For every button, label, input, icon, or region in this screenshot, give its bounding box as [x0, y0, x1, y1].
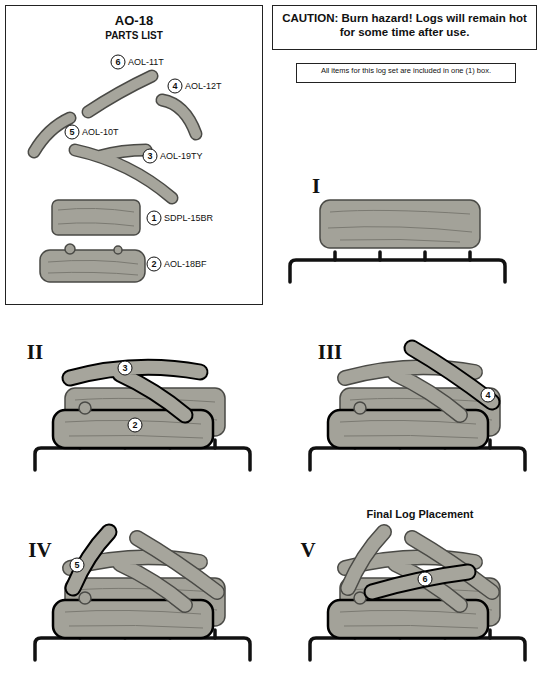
- panel-one: [290, 200, 505, 282]
- panel-five: [310, 532, 525, 660]
- parts-pieces: [34, 55, 196, 282]
- callout-number: 1: [151, 214, 156, 223]
- node-text: CAUTION: Burn hazard! Logs will remain h…: [273, 6, 536, 45]
- node-text: AO-18: [6, 13, 262, 28]
- panel-two: [35, 361, 250, 470]
- part-name: AOL-12T: [185, 82, 222, 91]
- callout-number: 5: [74, 561, 79, 570]
- part-name: AOL-19TY: [160, 152, 203, 161]
- callout-number: 2: [132, 421, 137, 430]
- callout-number: 6: [115, 58, 120, 67]
- step-numeral: V: [300, 540, 315, 561]
- node-text: PARTS LIST: [6, 30, 262, 41]
- step-numeral: IV: [28, 540, 51, 561]
- callout-number: 4: [172, 82, 177, 91]
- part-name: AOL-18BF: [164, 260, 207, 269]
- callout-number: 3: [122, 364, 127, 373]
- step-numeral: II: [27, 342, 43, 363]
- callout-number: 6: [422, 575, 427, 584]
- part-name: AOL-11T: [128, 58, 164, 67]
- note-box: All items for this log set are included …: [296, 63, 516, 83]
- callout-number: 3: [147, 152, 152, 161]
- panel-three: [310, 348, 525, 470]
- callout-number: 2: [151, 260, 156, 269]
- step-heading: Final Log Placement: [367, 509, 474, 520]
- panel-four: [35, 532, 250, 660]
- step-numeral: I: [312, 176, 320, 197]
- caution-box: CAUTION: Burn hazard! Logs will remain h…: [272, 5, 537, 50]
- callout-number: 4: [485, 391, 490, 400]
- callout-number: 5: [69, 128, 74, 137]
- part-name: SDPL-15BR: [164, 214, 213, 223]
- node-text: All items for this log set are included …: [297, 64, 515, 78]
- parts-list-box: AO-18PARTS LIST: [5, 5, 263, 305]
- step-numeral: III: [318, 342, 343, 363]
- part-name: AOL-10T: [82, 128, 119, 137]
